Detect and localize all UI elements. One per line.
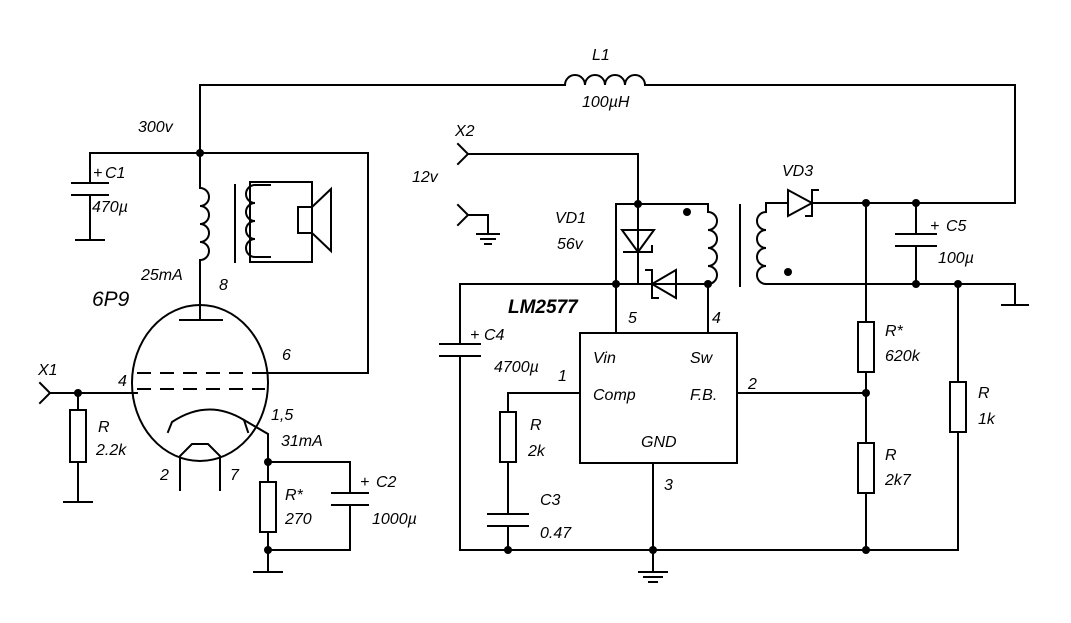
rc-value: 2k [527, 443, 546, 460]
zener-vd1: VD1 56v [555, 210, 677, 300]
anode-current-label: 25mA [140, 267, 183, 284]
c3-name: C3 [540, 492, 561, 509]
ic-gnd: GND [641, 434, 677, 451]
pin7-label: 7 [230, 467, 240, 484]
speaker-icon [297, 186, 332, 254]
input-ground [456, 203, 500, 245]
c5-plus: + [930, 218, 939, 235]
r-grid-value: 2.2k [95, 442, 127, 459]
c4-name: C4 [484, 327, 505, 344]
input-x1: X1 R 2.2k [37, 362, 138, 503]
ic-name: LM2577 [508, 297, 579, 318]
tube-6p9 [131, 304, 369, 491]
r1k-value: 1k [978, 411, 996, 428]
r1k-name: R [978, 385, 990, 402]
ic-pin3: 3 [664, 477, 673, 494]
pin2-label: 2 [159, 467, 169, 484]
diode-vd3: VD3 [782, 163, 961, 218]
c5-capacitor: + C5 100µ [895, 202, 974, 285]
c5-value: 100µ [938, 250, 974, 267]
ic-pin1: 1 [558, 368, 567, 385]
ic-sw: Sw [690, 350, 714, 367]
c4-capacitor: + C4 4700µ [439, 283, 617, 551]
c4-plus: + [470, 327, 479, 344]
tube-name: 6P9 [92, 288, 130, 311]
l1-name: L1 [592, 47, 610, 64]
input-x2: X2 12v [412, 123, 639, 285]
ic-lm2577: LM2577 5 4 Vin Sw 1 Comp F.B. 2 GND 3 [508, 283, 757, 494]
c1-capacitor: + C1 470µ [71, 152, 201, 241]
output-ground [957, 283, 1029, 306]
inductor-l1: L1 100µH [582, 47, 630, 111]
vd1-name: VD1 [555, 210, 586, 227]
ic-pin5: 5 [628, 310, 637, 327]
r2k7-name: R [885, 447, 897, 464]
load-resistor: R 1k [865, 297, 996, 551]
output-transformer [198, 152, 369, 374]
rc-name: R [530, 417, 542, 434]
rk-name: R* [285, 487, 304, 504]
pin8-label: 8 [219, 277, 228, 294]
c2-name: C2 [376, 474, 397, 491]
c1-name: C1 [105, 165, 125, 182]
pin4-label: 4 [118, 373, 127, 390]
c2-value: 1000µ [372, 511, 417, 528]
ic-comp: Comp [593, 387, 636, 404]
x2-label: X2 [454, 123, 475, 140]
ic-fb: F.B. [690, 387, 717, 404]
comp-network: R 2k C3 0.47 [487, 392, 581, 551]
flyback-primary [615, 203, 741, 334]
c4-value: 4700µ [494, 359, 539, 376]
ic-vin: Vin [593, 350, 616, 367]
c1-value: 470µ [92, 199, 128, 216]
rk-value: 270 [284, 511, 312, 528]
x1-label: X1 [37, 362, 58, 379]
voltage-300v-label: 300v [138, 119, 174, 136]
c3-value: 0.47 [540, 525, 572, 542]
ground-bus [459, 462, 959, 583]
c1-plus: + [93, 165, 102, 182]
c5-name: C5 [946, 218, 967, 235]
ic-pin2: 2 [747, 376, 757, 393]
r2k7-value: 2k7 [884, 472, 912, 489]
hv-supply-line [199, 74, 1016, 204]
r620-value: 620k [885, 348, 921, 365]
ic-pin4: 4 [712, 310, 721, 327]
c2-plus: + [360, 474, 369, 491]
cathode-network: 31mA R* 270 + C2 1000µ [253, 433, 417, 573]
vd1-value: 56v [557, 236, 584, 253]
pin15-label: 1,5 [271, 407, 293, 424]
cathode-current-label: 31mA [281, 433, 323, 450]
feedback-divider: R* 620k R 2k7 [736, 202, 921, 551]
v12-label: 12v [412, 169, 439, 186]
r-grid-name: R [98, 419, 110, 436]
pin6-label: 6 [282, 347, 291, 364]
vd3-name: VD3 [782, 163, 813, 180]
r620-name: R* [885, 323, 904, 340]
l1-value: 100µH [582, 94, 630, 111]
